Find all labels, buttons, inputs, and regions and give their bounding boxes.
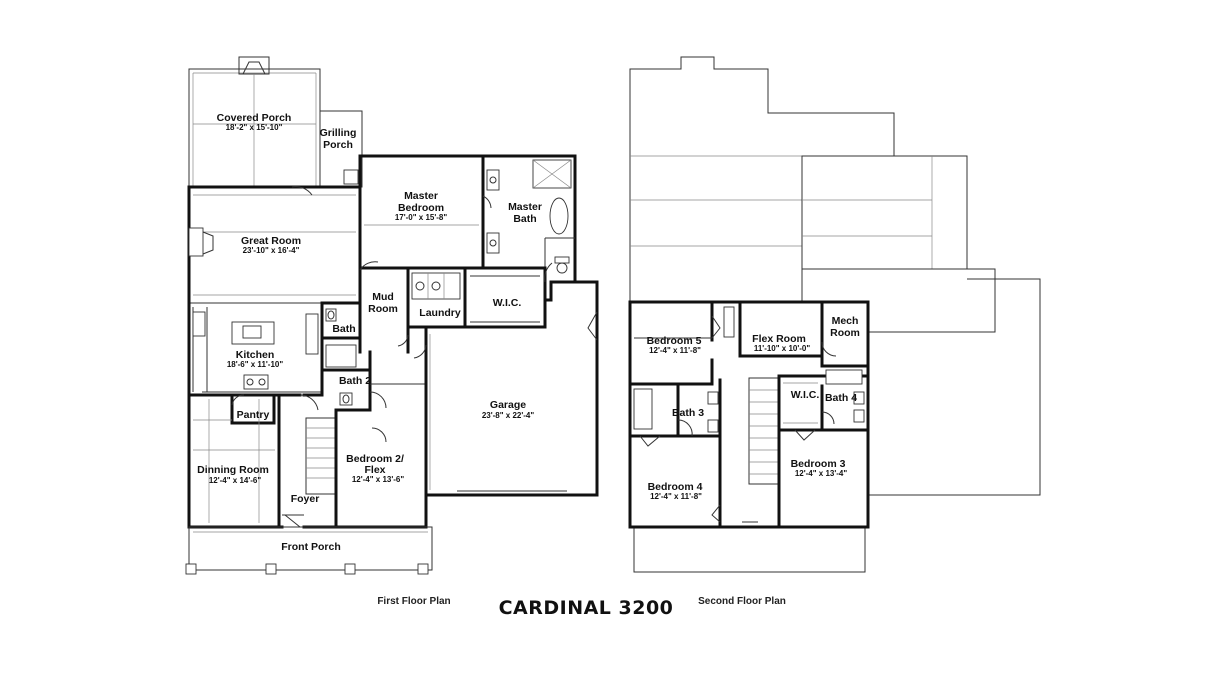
bedroom-2-label: Bedroom 2/ <box>346 453 404 465</box>
grilling-porch-label: Grilling <box>320 127 357 139</box>
second-floor-plan: Bedroom 5 12'-4" x 11'-8" Flex Room 11'-… <box>628 56 1041 573</box>
mud-room-label-2: Room <box>368 303 398 315</box>
master-bedroom-label: Master <box>404 190 438 202</box>
wic-label-second: W.I.C. <box>791 389 820 401</box>
great-room-label: Great Room <box>241 235 301 247</box>
roof-outline <box>629 56 1041 573</box>
pantry-walls <box>193 393 276 425</box>
mud-room-label: Mud <box>372 291 394 303</box>
garage-walls <box>413 280 599 497</box>
wic-label-first: W.I.C. <box>493 297 522 309</box>
master-bedroom-dims: 17'-0" x 15'-8" <box>395 213 448 222</box>
garage-dims: 23'-8" x 22'-4" <box>482 411 535 420</box>
mech-room-label: Mech <box>832 315 859 327</box>
dining-room-dims: 12'-4" x 14'-6" <box>209 476 262 485</box>
bedroom-5-label: Bedroom 5 <box>647 335 702 347</box>
service-area-walls <box>358 261 553 354</box>
plan-title: CARDINAL 3200 <box>499 597 674 619</box>
dining-room-label: Dinning Room <box>197 464 269 476</box>
bedroom-3-dims: 12'-4" x 13'-4" <box>795 469 848 478</box>
bath-4-label: Bath 4 <box>825 392 857 404</box>
covered-porch-dims: 18'-2" x 15'-10" <box>226 123 283 132</box>
bath-walls <box>320 301 387 412</box>
bedroom-2-label-2: Flex <box>364 464 385 476</box>
kitchen-walls <box>187 301 324 397</box>
bath-3-label: Bath 3 <box>672 407 704 419</box>
master-bath-label: Master <box>508 201 542 213</box>
bedroom-5-dims: 12'-4" x 11'-8" <box>649 346 701 355</box>
grilling-porch-label-2: Porch <box>323 139 353 151</box>
second-floor-caption: Second Floor Plan <box>698 596 786 607</box>
front-porch-area <box>185 526 433 575</box>
master-suite-walls <box>358 154 577 284</box>
bedroom-4-dims: 12'-4" x 11'-8" <box>650 492 702 501</box>
second-floor-walls <box>628 300 870 529</box>
flex-room-label: Flex Room <box>752 333 806 345</box>
second-floor-labels: Bedroom 5 12'-4" x 11'-8" Flex Room 11'-… <box>647 315 860 501</box>
master-bath-label-2: Bath <box>513 213 536 225</box>
foyer-label: Foyer <box>291 493 320 505</box>
covered-porch-label: Covered Porch <box>217 112 292 124</box>
kitchen-dims: 18'-6" x 11'-10" <box>227 360 284 369</box>
master-bedroom-label-2: Bedroom <box>398 202 444 214</box>
laundry-label: Laundry <box>419 307 461 319</box>
mech-room-label-2: Room <box>830 327 860 339</box>
bedroom-2-dims: 12'-4" x 13'-6" <box>352 475 405 484</box>
first-floor-labels: Covered Porch 18'-2" x 15'-10" Grilling … <box>197 112 542 553</box>
bedroom-3-label: Bedroom 3 <box>791 458 846 470</box>
first-floor-caption: First Floor Plan <box>377 596 450 607</box>
bath-label: Bath <box>332 323 355 335</box>
flex-room-dims: 11'-10" x 10'-0" <box>754 344 811 353</box>
bedroom-4-label: Bedroom 4 <box>648 481 703 493</box>
pantry-label: Pantry <box>237 409 270 421</box>
front-porch-label: Front Porch <box>281 541 341 553</box>
bath-2-label: Bath 2 <box>339 375 371 387</box>
kitchen-label: Kitchen <box>236 349 275 361</box>
garage-label: Garage <box>490 399 526 411</box>
great-room-dims: 23'-10" x 16'-4" <box>243 246 300 255</box>
first-floor-plan: Covered Porch 18'-2" x 15'-10" Grilling … <box>185 56 599 575</box>
